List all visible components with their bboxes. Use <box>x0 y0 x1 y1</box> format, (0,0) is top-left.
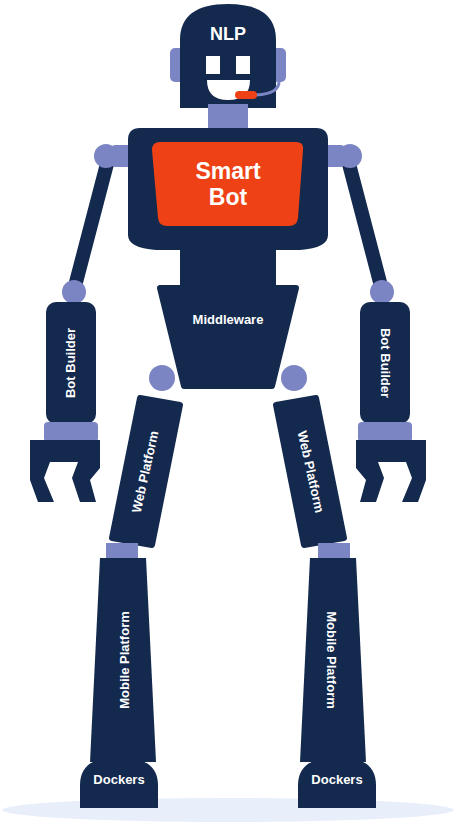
hips <box>160 288 296 386</box>
part-label: Dockers <box>93 773 144 788</box>
head <box>180 4 276 108</box>
claw <box>30 440 100 502</box>
foot <box>80 757 158 808</box>
foot <box>298 757 376 808</box>
eye <box>236 56 250 74</box>
body-part: NLP <box>188 16 268 52</box>
shoulder-ball <box>338 144 362 168</box>
body-part: Bot Builder <box>46 302 96 424</box>
part-label: Bot Builder <box>64 328 79 398</box>
elbow <box>370 280 394 304</box>
part-label: Smart Bot <box>178 158 278 211</box>
part-label: Dockers <box>311 773 362 788</box>
ground-shadow <box>2 798 454 822</box>
shin <box>90 558 156 762</box>
body-part: Web Platform <box>280 402 340 542</box>
body-part: Mobile Platform <box>96 570 154 750</box>
torso <box>128 128 328 250</box>
part-label: Mobile Platform <box>118 611 133 709</box>
eye <box>206 56 220 74</box>
body-part: Middleware <box>170 300 286 340</box>
thigh <box>276 398 344 545</box>
hip-joint <box>281 365 307 391</box>
body-part: Smart Bot <box>160 146 296 222</box>
body-part: Web Platform <box>116 402 176 542</box>
wrist <box>44 422 98 442</box>
mic <box>235 91 257 99</box>
mic-arm <box>256 80 279 95</box>
hip-joint <box>149 365 175 391</box>
part-label: Web Platform <box>294 430 327 515</box>
body-part: Bot Builder <box>360 302 410 424</box>
thigh <box>112 398 180 545</box>
chest-screen <box>152 142 303 226</box>
upper-arm <box>74 160 108 290</box>
neck <box>208 104 248 132</box>
part-label: Middleware <box>193 313 264 328</box>
part-label: Web Platform <box>130 430 163 515</box>
upper-arm <box>348 160 382 290</box>
body-part: Dockers <box>82 764 156 796</box>
shoulder-ball <box>94 144 118 168</box>
part-label: Mobile Platform <box>324 611 339 709</box>
shin <box>300 558 366 762</box>
claw <box>356 440 426 502</box>
elbow <box>62 280 86 304</box>
body-part: Mobile Platform <box>302 570 360 750</box>
wrist <box>358 422 412 442</box>
part-label: NLP <box>210 24 246 45</box>
part-label: Bot Builder <box>378 328 393 398</box>
body-part: Dockers <box>300 764 374 796</box>
forearm <box>360 302 410 424</box>
forearm <box>46 302 96 424</box>
knee <box>318 543 350 559</box>
knee <box>106 543 138 559</box>
